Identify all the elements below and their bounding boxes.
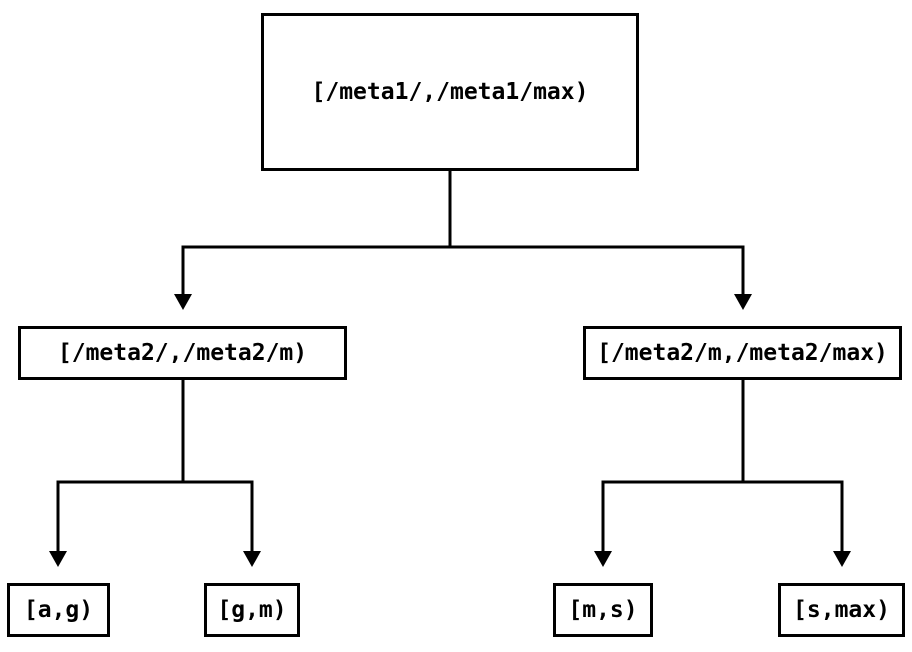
tree-node-leaf-a-g: [a,g) [7, 583, 110, 637]
arrowhead-to-meta2-lower [174, 294, 192, 310]
tree-node-leaf-s-max: [s,max) [778, 583, 905, 637]
edge-meta2-lower-branch-bar [56, 480, 254, 551]
arrowhead-to-leaf-m-s [594, 551, 612, 567]
arrowhead-to-leaf-a-g [49, 551, 67, 567]
tree-node-leaf-m-s: [m,s) [553, 583, 653, 637]
edge-meta2-upper-branch-bar [601, 480, 844, 551]
edge-root-branch-bar [181, 245, 745, 294]
tree-node-leaf-g-m: [g,m) [204, 583, 300, 637]
arrowhead-to-leaf-g-m [243, 551, 261, 567]
arrowhead-to-meta2-upper [734, 294, 752, 310]
tree-node-meta2-upper: [/meta2/m,/meta2/max) [583, 326, 902, 380]
tree-node-meta2-lower: [/meta2/,/meta2/m) [18, 326, 347, 380]
arrowhead-to-leaf-s-max [833, 551, 851, 567]
tree-node-root: [/meta1/,/meta1/max) [261, 13, 639, 171]
